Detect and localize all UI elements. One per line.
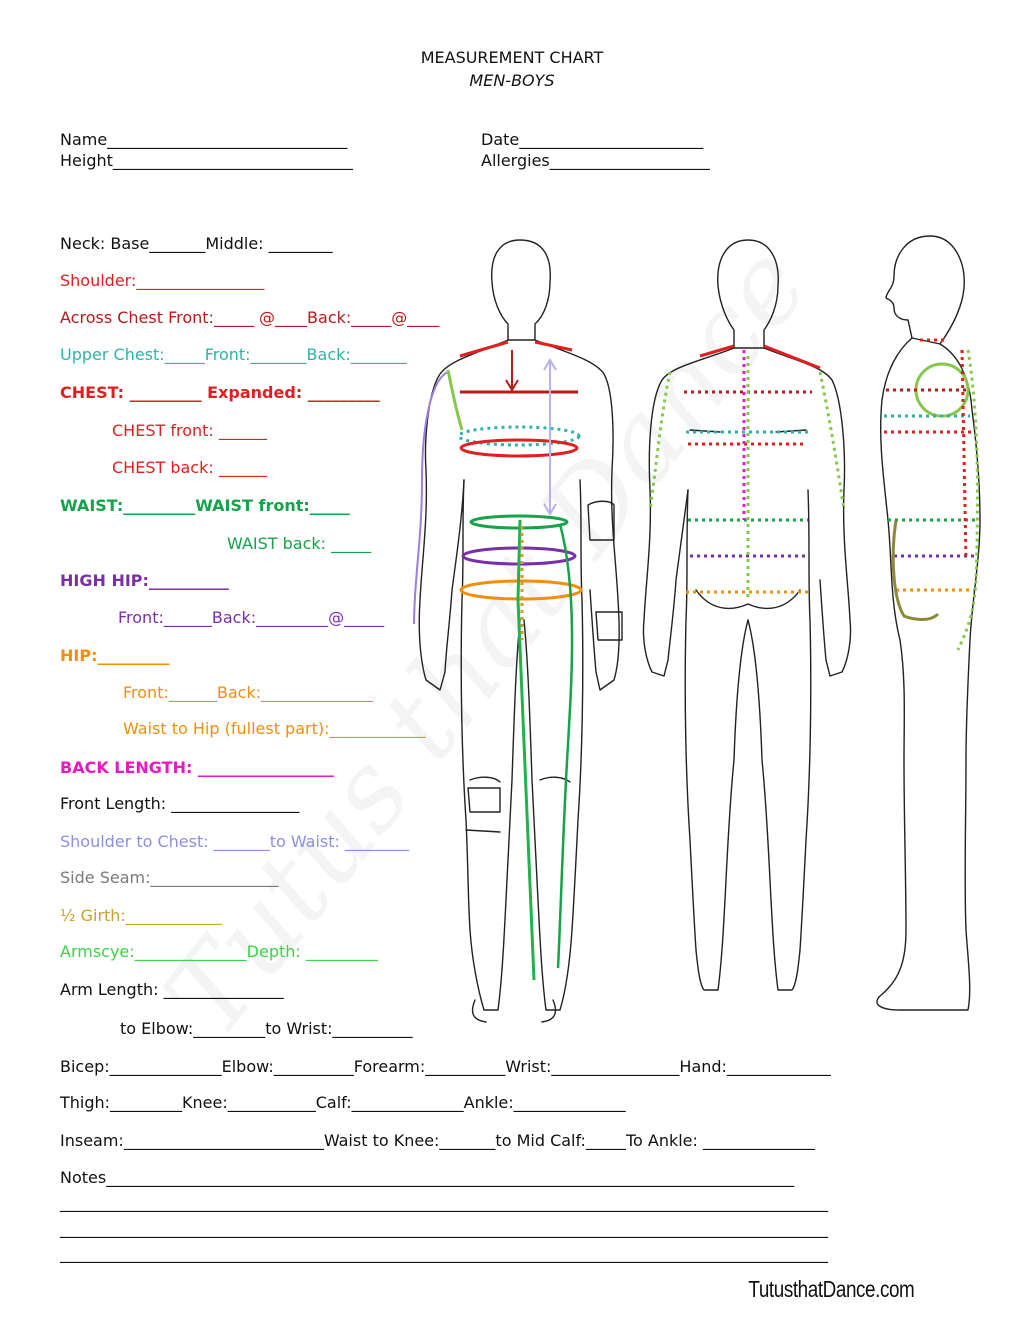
measurement-line[interactable]: Notes___________________________________… — [60, 1168, 795, 1187]
measurement-line[interactable]: Upper Chest:_____Front:_______Back:_____… — [60, 345, 407, 364]
measurement-line[interactable]: Across Chest Front:_____ @____Back:_____… — [60, 308, 440, 327]
body-side-figure — [876, 235, 981, 1011]
measurement-line[interactable]: Waist to Hip (fullest part):____________ — [123, 719, 426, 738]
measurement-line[interactable]: to Elbow:_________to Wrist:__________ — [120, 1019, 413, 1038]
allergies-field[interactable]: Allergies____________________ — [481, 151, 710, 170]
measurement-line[interactable]: BACK LENGTH: _________________ — [60, 758, 334, 777]
chart-subtitle: MEN-BOYS — [469, 71, 555, 90]
measurement-line[interactable]: CHEST back: ______ — [112, 458, 267, 477]
name-field[interactable]: Name______________________________ — [60, 130, 348, 149]
measurement-line[interactable]: Arm Length: _______________ — [60, 980, 284, 999]
measurement-line[interactable]: Front Length: ________________ — [60, 794, 300, 813]
body-front-figure — [418, 239, 623, 1023]
date-field[interactable]: Date_______________________ — [481, 130, 704, 149]
measurement-line[interactable]: ________________________________________… — [60, 1219, 828, 1238]
measurement-line[interactable]: ½ Girth:____________ — [60, 906, 222, 925]
measurement-line[interactable]: Front:______Back:_________@_____ — [118, 608, 385, 627]
measurement-line[interactable]: ________________________________________… — [60, 1244, 828, 1263]
measurement-line[interactable]: Front:______Back:______________ — [123, 683, 374, 702]
measurement-line[interactable]: HIP:_________ — [60, 646, 170, 665]
measurement-line[interactable]: Shoulder:________________ — [60, 271, 265, 290]
website-footer: TutusthatDance.com — [748, 1276, 914, 1302]
measurement-line[interactable]: Thigh:_________Knee:___________Calf:____… — [60, 1093, 626, 1112]
body-back-figure — [642, 239, 852, 991]
measurement-line[interactable]: CHEST: _________ Expanded: _________ — [60, 383, 380, 402]
measurement-line[interactable]: WAIST back: _____ — [227, 534, 372, 553]
chart-title: MEASUREMENT CHART — [420, 48, 604, 67]
measurement-line[interactable]: WAIST:_________WAIST front:_____ — [60, 496, 350, 515]
measurement-line[interactable]: HIGH HIP:__________ — [60, 571, 229, 590]
measurement-line[interactable]: Neck: Base_______Middle: ________ — [60, 234, 333, 253]
measurement-line[interactable]: ________________________________________… — [60, 1193, 828, 1212]
height-field[interactable]: Height______________________________ — [60, 151, 353, 170]
measurement-line[interactable]: CHEST front: ______ — [112, 421, 267, 440]
measurement-line[interactable]: Inseam:_________________________Waist to… — [60, 1131, 815, 1150]
measurement-line[interactable]: Side Seam:________________ — [60, 868, 279, 887]
measurement-line[interactable]: Bicep:______________Elbow:__________Fore… — [60, 1057, 831, 1076]
measurement-line[interactable]: Armscye:______________Depth: _________ — [60, 942, 378, 961]
measurement-line[interactable]: Shoulder to Chest: _______to Waist: ____… — [60, 832, 410, 851]
